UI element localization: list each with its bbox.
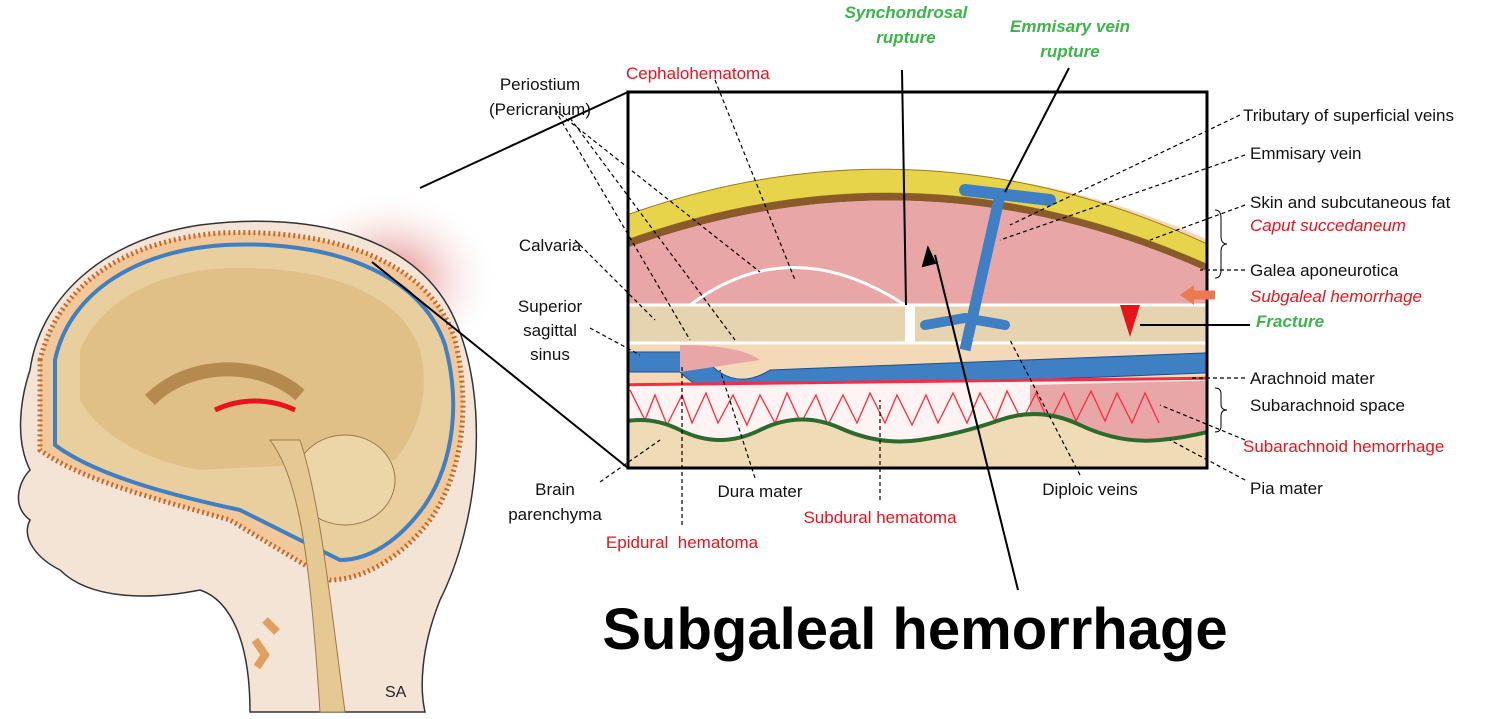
label-subarachnoid-hemorrhage: Subarachnoid hemorrhage xyxy=(1243,437,1445,456)
fracture xyxy=(1120,305,1140,337)
label-subarachnoid-space: Subarachnoid space xyxy=(1250,396,1406,415)
emissary-vein xyxy=(959,193,1006,352)
label-dura: Dura mater xyxy=(717,482,803,501)
label-subgaleal: Subgaleal hemorrhage xyxy=(1250,287,1423,306)
tributary-vein xyxy=(959,184,1056,206)
leader-lines xyxy=(554,79,1246,525)
label-emmisary-rupture: rupture xyxy=(1040,42,1100,61)
label-arachnoid: Arachnoid mater xyxy=(1250,369,1375,388)
label-sinus-1: Superior xyxy=(517,297,583,316)
label-synchondrosal: Synchondrosal xyxy=(844,3,968,22)
label-pericranium: (Pericranium) xyxy=(488,100,592,119)
brain-surface xyxy=(628,412,1207,468)
label-calvaria: Calvaria xyxy=(518,236,582,255)
cephalohematoma-region xyxy=(685,266,911,307)
label-skin: Skin and subcutaneous fat xyxy=(1250,193,1451,212)
arrows xyxy=(901,67,1250,591)
label-parenchyma: parenchyma xyxy=(508,505,602,524)
label-periostium: Periostium xyxy=(499,75,581,94)
corpus-callosum-hemorrhage xyxy=(213,398,297,413)
subgaleal-arrow-icon xyxy=(1180,285,1194,305)
scalp-layers-inset xyxy=(628,92,1207,468)
brainstem xyxy=(269,439,346,713)
label-tributary: Tributary of superficial veins xyxy=(1243,106,1455,125)
label-diploic: Diploic veins xyxy=(1042,480,1138,499)
label-cephalohematoma: Cephalohematoma xyxy=(626,64,770,83)
label-sinus-3: sinus xyxy=(530,345,570,364)
label-emmisary-vein: Emmisary vein xyxy=(1250,144,1362,163)
label-emmisary-vein-rupture: Emmisary vein xyxy=(1009,17,1131,36)
label-galea: Galea aponeurotica xyxy=(1250,261,1399,280)
head-sagittal-section: SA xyxy=(17,190,500,713)
label-caput: Caput succedaneum xyxy=(1250,216,1406,235)
label-sinus-2: sagittal xyxy=(523,321,577,340)
label-subdural: Subdural hematoma xyxy=(803,508,957,527)
inset-frame xyxy=(626,90,1209,470)
diagram-title: Subgaleal hemorrhage xyxy=(602,597,1228,662)
label-fracture: Fracture xyxy=(1256,312,1325,331)
label-pia: Pia mater xyxy=(1250,479,1323,498)
signature: SA xyxy=(385,684,407,701)
diploic-vein xyxy=(920,312,1010,330)
label-brain: Brain xyxy=(535,480,575,499)
label-synchondrosal-rupture: rupture xyxy=(876,28,936,47)
bracket-caput xyxy=(1214,209,1228,279)
bracket-subarachnoid xyxy=(1214,387,1228,433)
label-epidural: Epidural hematoma xyxy=(605,533,759,552)
